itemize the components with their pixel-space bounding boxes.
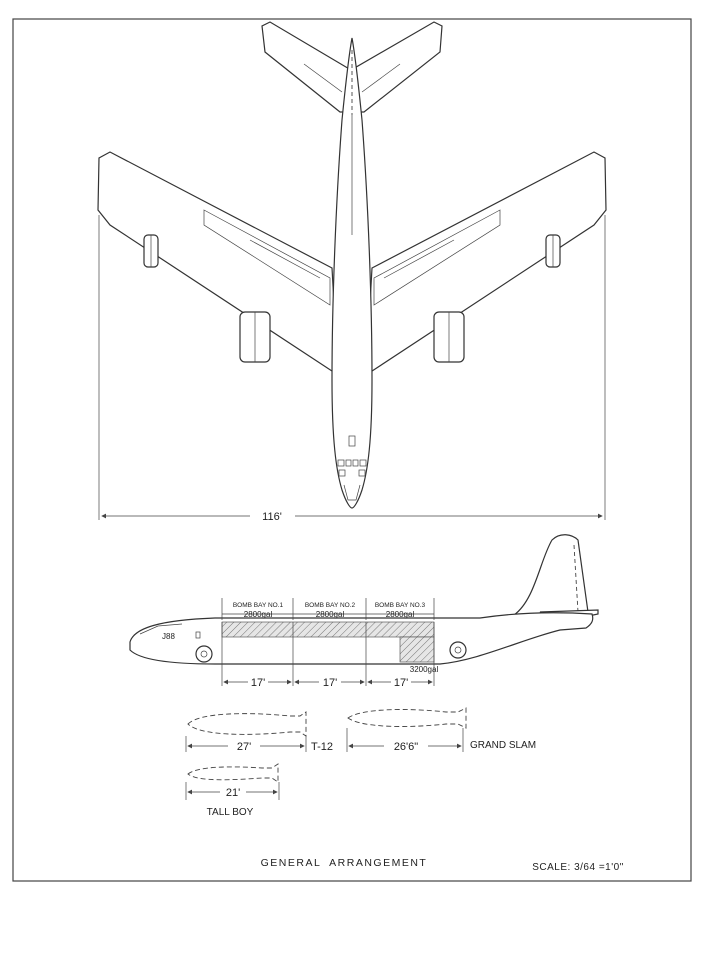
plan-view: 116': [97, 21, 607, 523]
bay-2-length: 17': [323, 677, 337, 689]
right-flap: [373, 209, 501, 306]
drawing-title: GENERAL ARRANGEMENT: [261, 857, 428, 869]
bay-tanks: [221, 621, 435, 638]
span-label: 116': [262, 511, 282, 523]
bay-3-length: 17': [394, 677, 408, 689]
engine-nacelle-left-inner: [239, 311, 271, 363]
engine-nacelle-right-inner: [433, 311, 465, 363]
grand-slam-name: GRAND SLAM: [470, 740, 536, 751]
vertical-fin: [512, 534, 589, 616]
t12-length: 27': [237, 741, 251, 753]
svg-text:J88: J88: [162, 632, 175, 641]
main-gear: [449, 641, 467, 659]
left-flap: [203, 209, 331, 306]
bomb-tall-boy: 21' TALL BOY: [185, 763, 280, 818]
bay-3-capacity: 2800gal: [386, 610, 415, 619]
profile-view: J88 BOMB BAY NO.1 2800gal BOMB BAY NO.2 …: [129, 534, 599, 689]
bay-1-length: 17': [251, 677, 265, 689]
drawing-scale: SCALE: 3/64 =1'0": [532, 862, 624, 873]
bay-1-capacity: 2800gal: [244, 610, 273, 619]
bay-1-label: BOMB BAY NO.1: [233, 602, 284, 609]
bay-2-label: BOMB BAY NO.2: [305, 602, 356, 609]
bomb-grand-slam: 26'6" GRAND SLAM: [346, 707, 536, 753]
fuselage-plan: [331, 37, 373, 509]
left-wing: [97, 151, 339, 377]
grand-slam-length: 26'6": [394, 741, 418, 753]
tall-boy-length: 21': [226, 787, 240, 799]
aft-tank: [399, 636, 435, 663]
engine-nacelle-left-outer: [143, 234, 159, 268]
engine-nacelle-right-outer: [545, 234, 561, 268]
t12-name: T-12: [311, 741, 333, 753]
drawing-border: [12, 18, 692, 882]
bay-2-capacity: 2800gal: [316, 610, 345, 619]
bomb-t12: 27' T-12: [185, 711, 333, 753]
right-wing: [365, 151, 607, 377]
tall-boy-name: TALL BOY: [207, 807, 254, 818]
nose-gear: [195, 645, 213, 663]
aft-tank-capacity: 3200gal: [410, 665, 439, 674]
bay-3-label: BOMB BAY NO.3: [375, 602, 426, 609]
